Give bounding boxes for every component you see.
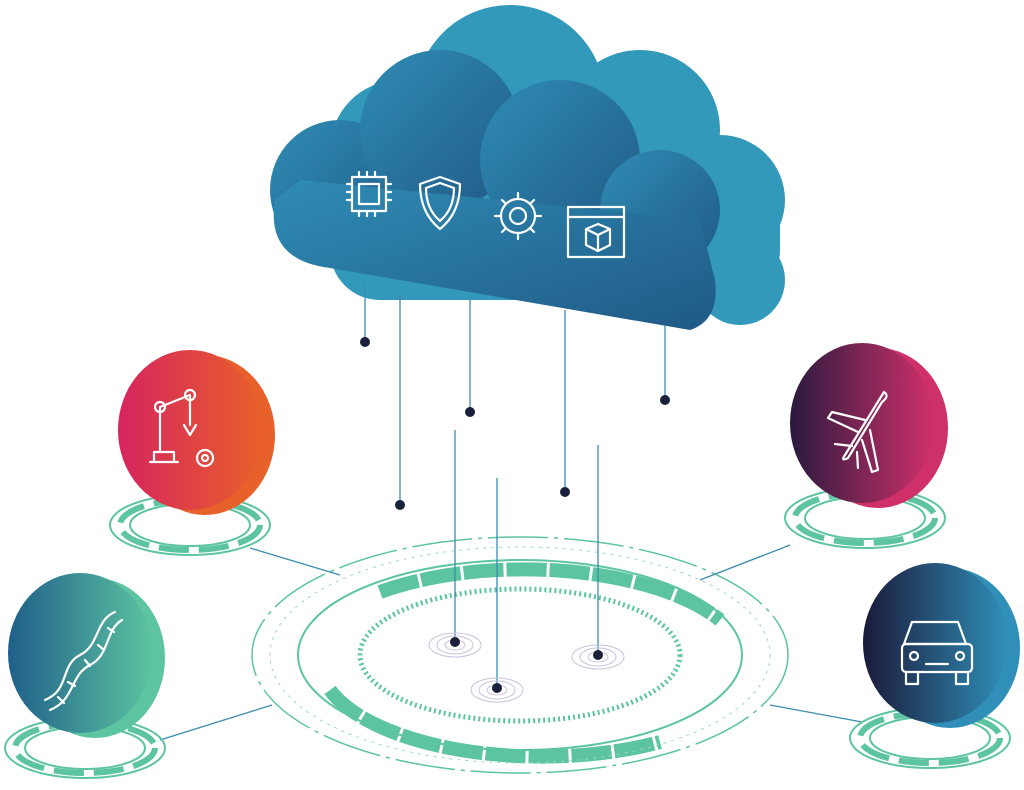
browser-box-icon: [566, 205, 626, 259]
dna-icon: [43, 610, 124, 712]
data-lines: [428, 430, 625, 703]
node-automotive: [849, 563, 1020, 769]
central-platform: [251, 536, 789, 774]
data-dots: [450, 637, 603, 693]
node-robotics: [109, 350, 275, 556]
airplane-icon: [826, 390, 888, 474]
gear-icon: [493, 191, 543, 241]
robot-arm-icon: [148, 388, 215, 468]
cpu-chip-icon: [345, 170, 393, 218]
shield-icon: [418, 175, 462, 231]
cloud: [270, 5, 785, 510]
cloud-lines: [360, 282, 670, 510]
node-aviation: [784, 343, 948, 549]
node-connectors: [159, 544, 863, 741]
node-biotech: [4, 573, 166, 779]
car-icon: [900, 620, 974, 686]
signal-ripples: [428, 632, 625, 703]
